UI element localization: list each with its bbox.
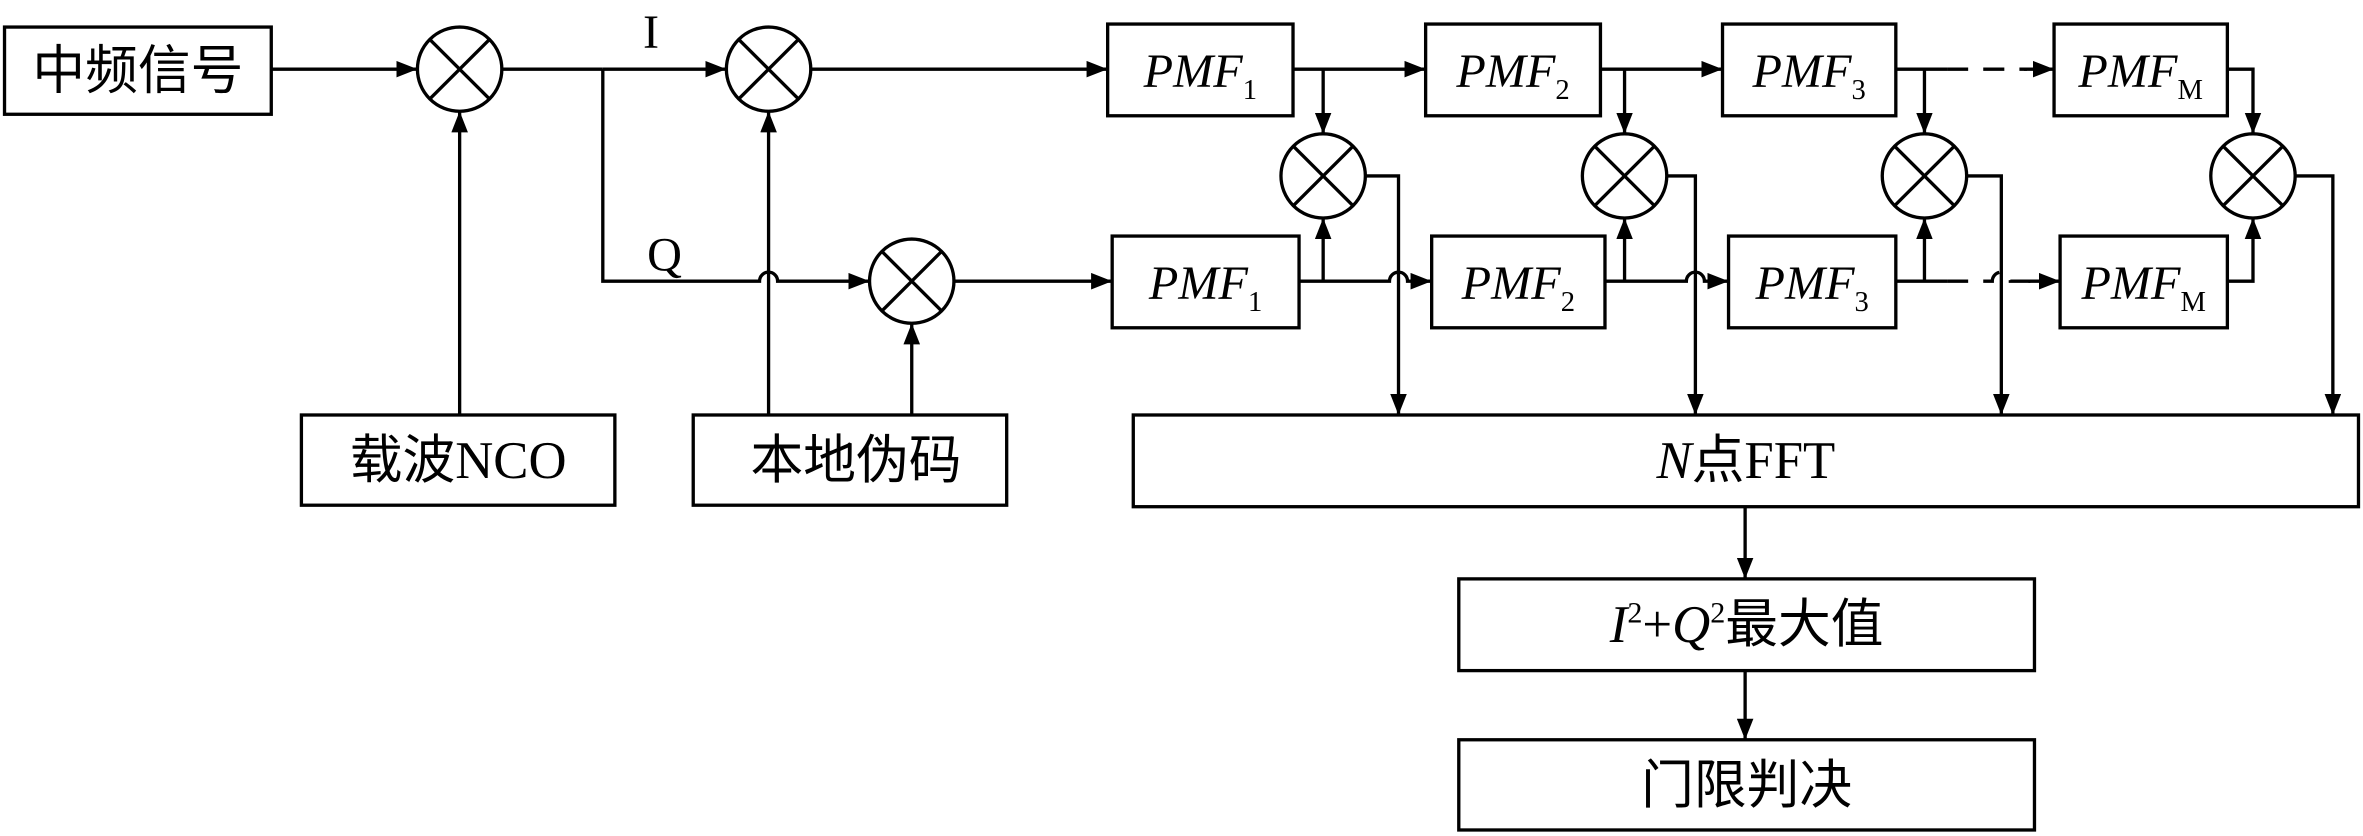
max-value-block: I2+Q2最大值	[1457, 577, 2037, 673]
pmf-box	[1105, 22, 1295, 118]
pmf-box	[2058, 234, 2230, 330]
pmf-bottom-3-block: PMF3	[1726, 234, 1898, 330]
multiplier-icon	[415, 25, 504, 113]
q-symbol: Q	[1672, 596, 1710, 654]
q-exponent: 2	[1710, 596, 1725, 630]
threshold-block: 门限判决	[1457, 738, 2037, 832]
pmf-bottom-2-block: PMF2	[1430, 234, 1607, 330]
pmf-name: PMF	[1455, 45, 1556, 98]
carrier-nco-block: 载波NCO	[299, 413, 617, 507]
plus-sign: +	[1642, 596, 1672, 654]
pmf-box	[2052, 22, 2230, 118]
carrier-nco-box	[299, 413, 617, 507]
pmf-bottom-ellipsis-dashed-line	[1947, 270, 2032, 283]
if-signal-label: 中频信号	[32, 43, 243, 101]
pmf-box	[1430, 234, 1607, 330]
max-value-label: I2+Q2最大值	[1609, 596, 1884, 655]
multiplier-icon	[2209, 132, 2297, 220]
product-2-to-fft-arrow	[1666, 174, 1704, 415]
max-value-text: 最大值	[1725, 596, 1883, 654]
q-branch-label: Q	[647, 229, 682, 282]
pmf-name: PMF	[2077, 45, 2178, 98]
pmf-subscript: 2	[1561, 287, 1575, 318]
pmf-name: PMF	[1148, 257, 1249, 310]
fft-label-text: 点FFT	[1692, 432, 1836, 490]
pmf-subscript: 2	[1555, 75, 1569, 106]
pmf-subscript: M	[2181, 287, 2206, 318]
pmf-label: PMF2	[1455, 45, 1569, 106]
pmf-bottom-m-tap-arrow	[2227, 218, 2262, 283]
threshold-label: 门限判决	[1641, 757, 1852, 815]
i-symbol: I	[1609, 596, 1630, 654]
multiplier-icon	[1279, 132, 1368, 220]
threshold-box	[1457, 738, 2037, 832]
pmf-bottom-m-block: PMFM	[2058, 234, 2230, 330]
pmf-name: PMF	[1751, 45, 1852, 98]
pmf-label: PMF1	[1143, 45, 1257, 106]
fft-block: N点FFT	[1131, 413, 2361, 509]
local-code-label: 本地伪码	[751, 432, 962, 490]
pmf-top-m-tap-arrow	[2227, 67, 2262, 134]
pmf-top-m-block: PMFM	[2052, 22, 2230, 118]
product-1-to-fft-arrow	[1365, 174, 1407, 415]
pmf-box	[1720, 22, 1898, 118]
pmf-box	[1423, 22, 1603, 118]
fft-label: N点FFT	[1655, 432, 1835, 490]
pmf-label: PMFM	[2080, 257, 2206, 318]
q-branch-arrow	[601, 69, 870, 290]
local-code-block: 本地伪码	[691, 413, 1009, 507]
multiplier-icon	[867, 237, 956, 325]
pmf-name: PMF	[1143, 45, 1244, 98]
product-m-to-fft-arrow	[2295, 174, 2342, 415]
pmf-label: PMF2	[1461, 257, 1575, 318]
pmf-label: PMF3	[1751, 45, 1865, 106]
pmf-label: PMFM	[2077, 45, 2203, 106]
pmf-subscript: 3	[1852, 75, 1866, 106]
pmf-subscript: 1	[1243, 75, 1257, 106]
pmf-label: PMF3	[1754, 257, 1868, 318]
multiplier-icon	[724, 25, 813, 113]
pmf-box	[1110, 234, 1301, 330]
pmf-label: PMF1	[1148, 257, 1262, 318]
local-code-box	[691, 413, 1009, 507]
pmf-name: PMF	[1754, 257, 1855, 310]
pmf-top-1-block: PMF1	[1105, 22, 1295, 118]
pmf-top-2-block: PMF2	[1423, 22, 1603, 118]
pmf-subscript: M	[2178, 75, 2203, 106]
pmf-top-3-block: PMF3	[1720, 22, 1898, 118]
fft-n-symbol: N	[1655, 432, 1694, 490]
carrier-nco-label: 载波NCO	[350, 432, 567, 490]
multiplier-icon	[1880, 132, 1969, 220]
if-signal-box	[2, 25, 273, 116]
pmf-bottom-1-block: PMF1	[1110, 234, 1301, 330]
pmf-subscript: 3	[1855, 287, 1869, 318]
pmf-subscript: 1	[1248, 287, 1262, 318]
pmf-bottom-1-to-2-arrow	[1299, 270, 1432, 290]
pmf-name: PMF	[1461, 257, 1562, 310]
if-signal-block: 中频信号	[2, 25, 273, 116]
product-3-to-fft-arrow	[1966, 174, 2010, 415]
pmf-name: PMF	[2080, 257, 2181, 310]
fft-box	[1131, 413, 2361, 509]
multiplier-icon	[1580, 132, 1669, 220]
i-exponent: 2	[1627, 596, 1642, 630]
i-branch-label: I	[643, 6, 659, 59]
